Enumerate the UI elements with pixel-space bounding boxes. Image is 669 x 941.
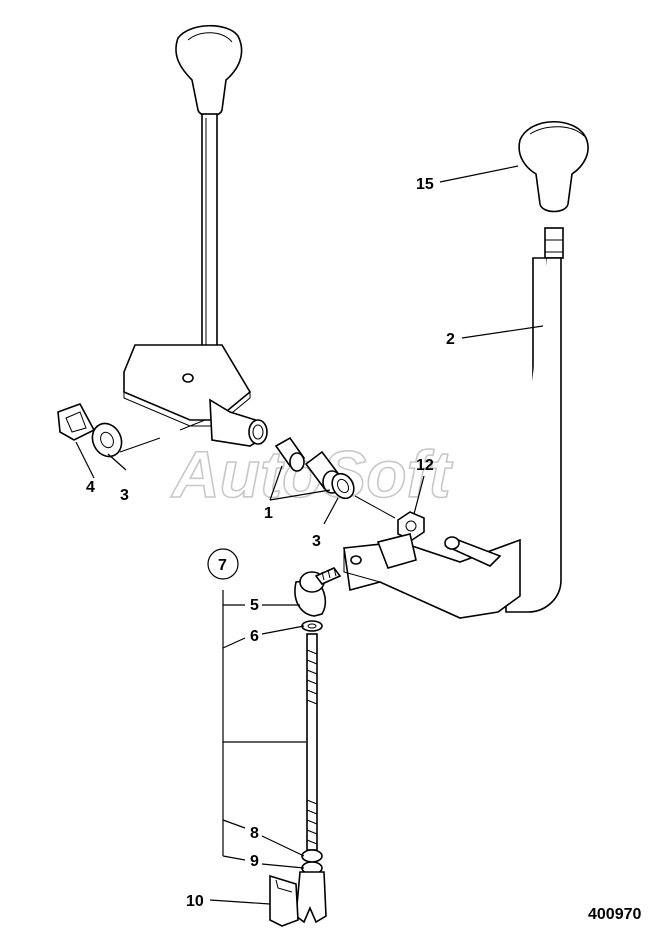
clip-part-4 xyxy=(57,403,96,441)
callout-9: 9 xyxy=(250,853,259,870)
callout-2: 2 xyxy=(446,331,455,348)
linkage-rod xyxy=(306,633,318,851)
callout-6: 6 xyxy=(250,628,259,645)
washer-part-3-left xyxy=(91,422,123,458)
callout-1: 1 xyxy=(264,505,273,522)
left-gear-lever xyxy=(175,25,243,395)
callout-8: 8 xyxy=(250,825,259,842)
callout-10: 10 xyxy=(186,893,204,910)
callout-5: 5 xyxy=(250,597,259,614)
callout-15: 15 xyxy=(416,176,434,193)
ball-joint-part-5 xyxy=(294,567,342,617)
drawing-reference-number: 400970 xyxy=(588,906,641,923)
callout-7-circle xyxy=(207,548,239,580)
right-lever-rod-part-2 xyxy=(505,227,564,613)
nut-part-8 xyxy=(301,849,323,863)
left-bracket-plate xyxy=(123,344,268,447)
watermark-text: AutoSoft xyxy=(170,437,454,511)
right-bracket-plate xyxy=(343,533,521,619)
clevis-part-10 xyxy=(269,871,327,927)
callout-12: 12 xyxy=(416,457,434,474)
callout-4: 4 xyxy=(86,479,95,496)
right-knob-part-15 xyxy=(518,120,589,213)
washer-part-3-right xyxy=(331,472,355,500)
callout-3-right: 3 xyxy=(312,533,321,550)
nut-part-12 xyxy=(397,511,425,541)
callout-7: 7 xyxy=(218,557,227,574)
callout-3-left: 3 xyxy=(120,487,129,504)
nut-part-6 xyxy=(301,620,323,632)
leader-lines xyxy=(75,165,544,905)
